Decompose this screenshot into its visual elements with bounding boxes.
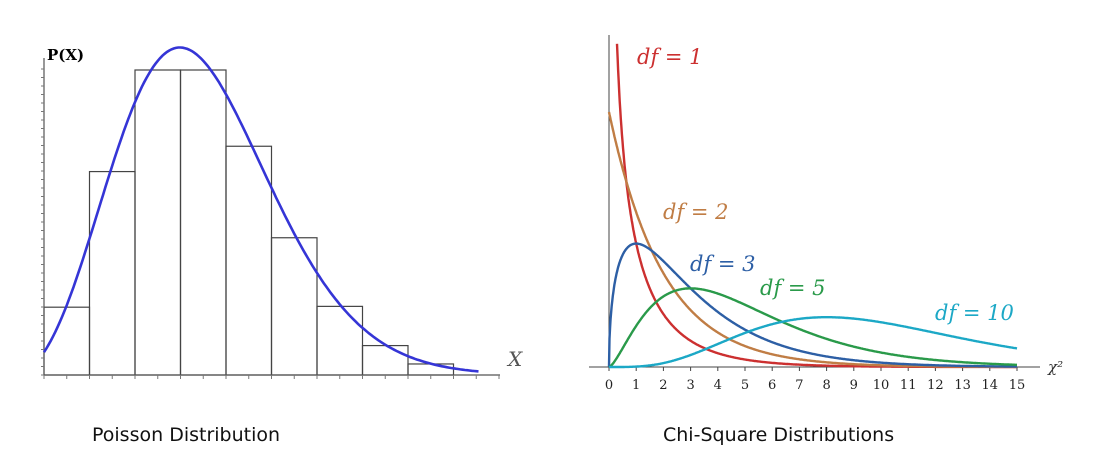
chisquare-x-tick-label: 13 xyxy=(954,378,971,393)
chisquare-series-label-df5: df = 5 xyxy=(760,276,826,300)
chisquare-curve-df5 xyxy=(608,287,1017,369)
chisquare-x-tick-label: 11 xyxy=(900,378,917,393)
chisquare-x-tick-label: 8 xyxy=(822,378,830,393)
chisquare-x-tick-label: 5 xyxy=(741,378,749,393)
chisquare-series-label-df3: df = 3 xyxy=(690,252,756,276)
chisquare-curve-df2 xyxy=(607,111,1017,369)
chisquare-series-label-df2: df = 2 xyxy=(663,200,729,224)
chisquare-x-tick-label: 9 xyxy=(850,378,858,393)
chisquare-x-tick-label: 0 xyxy=(605,378,613,393)
chisquare-x-tick-label: 7 xyxy=(795,378,803,393)
chisquare-x-tick-label: 6 xyxy=(768,378,776,393)
chisquare-x-axis-label: χ² xyxy=(1047,358,1063,376)
chisquare-x-tick-label: 4 xyxy=(714,378,722,393)
chisquare-caption: Chi-Square Distributions xyxy=(663,424,895,446)
chisquare-x-tick-label: 3 xyxy=(686,378,694,393)
chisquare-x-tick-label: 10 xyxy=(873,378,890,393)
poisson-density-curve xyxy=(42,46,479,373)
poisson-chart: P(X) X xyxy=(41,46,523,379)
chisquare-x-tick-label: 2 xyxy=(659,378,667,393)
chisquare-x-tick-label: 14 xyxy=(982,378,999,393)
poisson-bar xyxy=(316,305,364,376)
poisson-y-axis-label: P(X) xyxy=(47,46,84,64)
poisson-bar xyxy=(270,237,318,376)
poisson-caption: Poisson Distribution xyxy=(92,424,281,446)
poisson-bar xyxy=(134,69,182,376)
chisquare-series-label-df10: df = 10 xyxy=(935,301,1014,325)
chisquare-x-tick-label: 12 xyxy=(927,378,944,393)
poisson-bar xyxy=(179,69,227,376)
poisson-bar xyxy=(88,170,136,376)
chisquare-x-tick-label: 1 xyxy=(632,378,640,393)
chisquare-curve-df10 xyxy=(609,316,1018,369)
poisson-bar xyxy=(361,344,409,376)
chisquare-curve-df3 xyxy=(607,242,1017,368)
chisquare-x-tick-label: 15 xyxy=(1009,378,1026,393)
poisson-bar xyxy=(225,145,273,376)
poisson-x-axis-label: X xyxy=(506,347,523,371)
poisson-bar xyxy=(407,363,455,376)
chisquare-series-label-df1: df = 1 xyxy=(637,45,703,69)
